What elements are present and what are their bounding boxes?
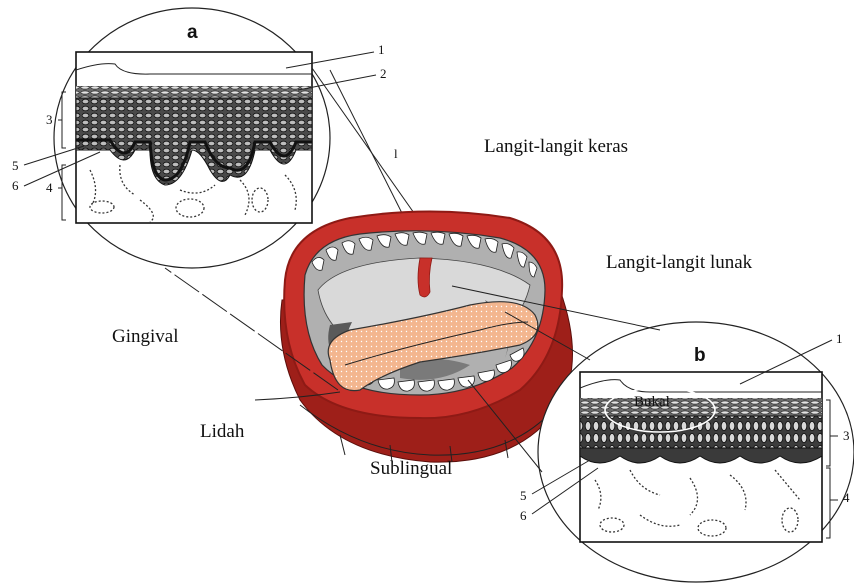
panel-a-callout-1: 1 [378,42,385,57]
panel-b-letter: b [694,345,706,366]
label-langit-lunak: Langit-langit lunak [606,252,753,273]
label-sublingual: Sublingual [370,458,452,479]
panel-a-callout-6: 6 [12,178,19,193]
panel-b-callout-4: 4 [843,490,850,505]
stray-mark: l [394,146,398,161]
mouth-illustration [280,212,572,463]
panel-b-callout-6: 6 [520,508,527,523]
panel-a-callout-5: 5 [12,158,19,173]
panel-a-letter: a [187,22,198,43]
panel-b-callout-3: 3 [843,428,850,443]
panel-a-callout-2: 2 [380,66,387,81]
panel-a-callout-4: 4 [46,180,53,195]
label-bukal: Bukal [634,394,670,410]
panel-b-callout-5: 5 [520,488,527,503]
label-langit-keras: Langit-langit keras [484,136,628,157]
panel-a-callout-3: 3 [46,112,53,127]
label-lidah: Lidah [200,421,245,442]
panel-b-callout-1: 1 [836,331,843,346]
label-gingival: Gingival [112,326,179,347]
